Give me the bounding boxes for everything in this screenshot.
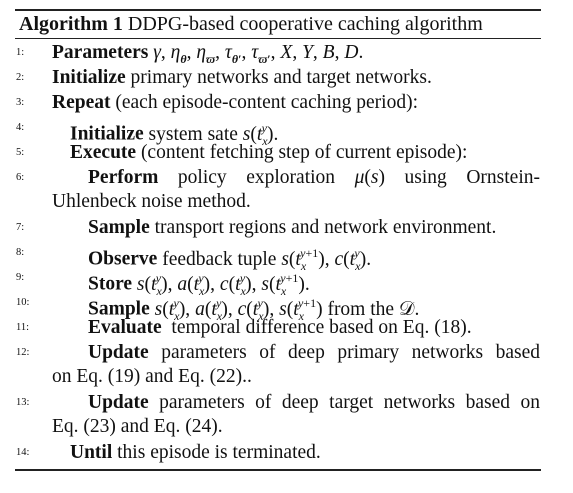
- step-keyword: Update: [88, 392, 149, 413]
- step-text: system sate s(txy).: [143, 121, 279, 148]
- step-line: Observe feedback tuple s(txy+1), c(txy).: [88, 241, 371, 277]
- top-rule: [15, 9, 541, 11]
- step-keyword: Sample: [88, 217, 150, 238]
- step-keyword: Evaluate: [88, 317, 162, 338]
- bottom-rule: [15, 469, 541, 471]
- step-continuation: on Eq. (19) and Eq. (22)..: [52, 366, 252, 387]
- step-line: Parameters γ, ηθ, ηϖ, τθ′, τϖ′, X, Y, B,…: [52, 41, 363, 71]
- step-number: 14:: [16, 447, 30, 458]
- step-text: feedback tuple s(txy+1), c(txy).: [157, 246, 372, 273]
- step-keyword: Until: [70, 442, 113, 463]
- algorithm-caption: Algorithm 1 DDPG-based cooperative cachi…: [15, 11, 541, 38]
- step-number: 13:: [16, 397, 30, 408]
- step-keyword: Sample: [88, 298, 150, 320]
- step-line: Repeat (each episode-content caching per…: [52, 91, 418, 115]
- step-text: temporal difference based on Eq. (18).: [161, 317, 472, 338]
- step-number: 9:: [16, 272, 25, 283]
- caption-rule: [15, 38, 541, 39]
- step-line: Until this episode is terminated.: [70, 441, 321, 465]
- step-number: 2:: [16, 72, 25, 83]
- step-line: Initialize primary networks and target n…: [52, 66, 432, 90]
- algorithm-box: Algorithm 1 DDPG-based cooperative cachi…: [15, 9, 541, 39]
- step-keyword: Repeat: [52, 92, 111, 113]
- step-number: 5:: [16, 147, 25, 158]
- step-keyword: Initialize: [52, 67, 126, 88]
- step-text: Perform policy exploration μ(s) using Or…: [88, 167, 540, 188]
- step-number: 11:: [16, 322, 30, 333]
- step-continuation: Uhlenbeck noise method.: [52, 191, 251, 212]
- step-line: Execute (content fetching step of curren…: [70, 141, 467, 165]
- step-line: Perform policy exploration μ(s) using Or…: [52, 166, 540, 214]
- step-number: 4:: [16, 122, 25, 133]
- step-keyword: Observe: [88, 248, 158, 270]
- step-line: Evaluate temporal difference based on Eq…: [88, 316, 472, 340]
- step-text: (content fetching step of current episod…: [136, 142, 468, 163]
- step-text: γ, ηθ, ηϖ, τθ′, τϖ′, X, Y, B, D.: [153, 42, 364, 66]
- step-text: s(txy), a(txy), c(txy), s(txy+1) from th…: [154, 296, 420, 323]
- step-number: 6:: [16, 172, 25, 183]
- step-continuation: Eq. (23) and Eq. (24).: [52, 416, 223, 437]
- step-line: Sample transport regions and network env…: [88, 216, 496, 240]
- step-number: 10:: [16, 297, 30, 308]
- step-text: Update parameters of deep target network…: [88, 392, 540, 413]
- step-keyword: Execute: [70, 142, 137, 163]
- step-text: primary networks and target networks.: [125, 67, 432, 88]
- step-line: Initialize system sate s(txy).: [70, 116, 278, 152]
- step-keyword: Perform: [88, 167, 159, 188]
- step-keyword: Update: [88, 342, 149, 363]
- step-keyword: Store: [88, 273, 133, 295]
- step-keyword: Parameters: [52, 42, 149, 63]
- step-line: Update parameters of deep primary networ…: [52, 341, 540, 389]
- step-number: 1:: [16, 47, 25, 58]
- algorithm-label: Algorithm 1: [19, 13, 123, 35]
- step-number: 7:: [16, 222, 25, 233]
- step-keyword: Initialize: [70, 123, 144, 145]
- step-line: Sample s(txy), a(txy), c(txy), s(txy+1) …: [88, 291, 419, 327]
- algorithm-title: DDPG-based cooperative caching algorithm: [127, 13, 483, 35]
- step-line: Store s(txy), a(txy), c(txy), s(txy+1).: [88, 266, 310, 302]
- step-number: 3:: [16, 97, 25, 108]
- step-text: Update parameters of deep primary networ…: [88, 342, 540, 363]
- step-line: Update parameters of deep target network…: [52, 391, 540, 439]
- step-text: s(txy), a(txy), c(txy), s(txy+1).: [136, 271, 310, 298]
- step-text: (each episode-content caching period):: [110, 92, 419, 113]
- step-text: this episode is terminated.: [112, 442, 321, 463]
- step-number: 12:: [16, 347, 30, 358]
- step-number: 8:: [16, 247, 25, 258]
- step-text: transport regions and network environmen…: [149, 217, 497, 238]
